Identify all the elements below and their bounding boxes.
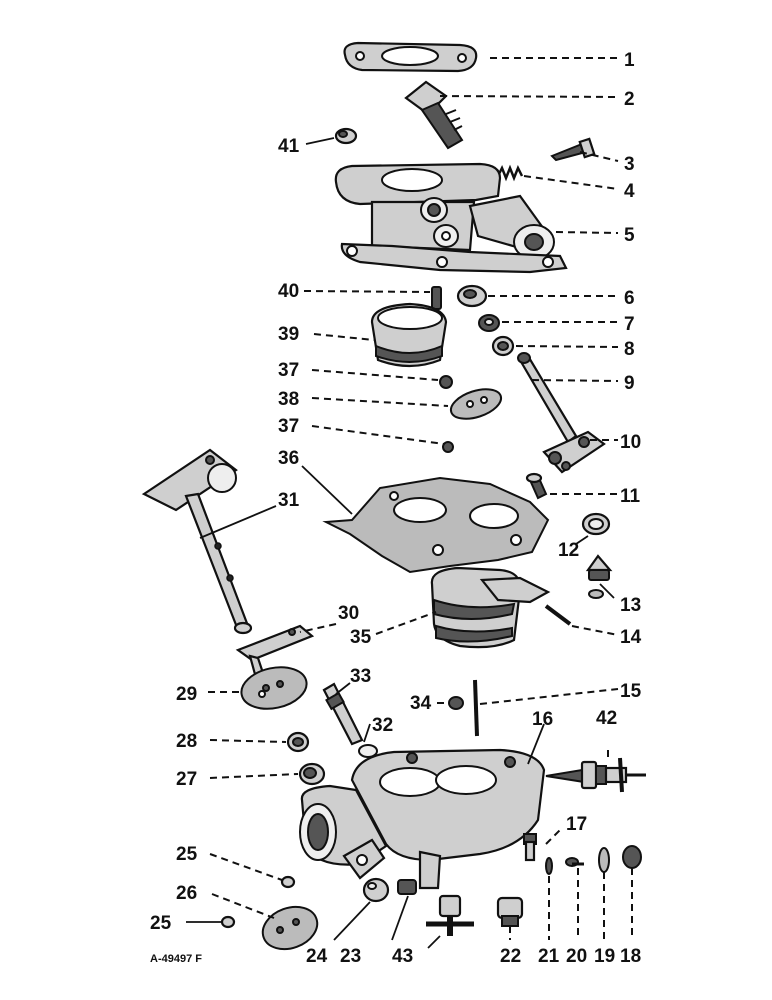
callout-40: 40 [278, 281, 299, 302]
callout-11: 11 [620, 486, 641, 507]
callout-18: 18 [620, 946, 641, 967]
callout-6: 6 [624, 288, 635, 309]
callout-38: 38 [278, 389, 299, 410]
part-throttle-shaft [141, 448, 253, 635]
callout-27: 27 [176, 769, 197, 790]
part-small-jet [431, 286, 442, 310]
part-gasket-main [322, 476, 550, 574]
callout-22: 22 [500, 946, 521, 967]
callout-34: 34 [410, 693, 432, 714]
callout-30: 30 [338, 603, 359, 624]
callout-7: 7 [624, 314, 635, 335]
callout-13: 13 [620, 595, 641, 616]
part-jet-plug [397, 879, 417, 895]
callout-19: 19 [594, 946, 615, 967]
part-plug-25-upper [280, 875, 296, 889]
callout-25-upper: 25 [176, 844, 198, 865]
part-screw-25-lower [220, 915, 236, 929]
part-ball-check [362, 877, 390, 903]
part-throttle-lever [235, 624, 315, 680]
callout-10: 10 [620, 432, 641, 453]
part-plug-22 [496, 896, 524, 927]
part-screw [550, 137, 596, 162]
callout-4: 4 [624, 181, 635, 202]
drawing-number: A-49497 F [150, 953, 202, 965]
part-choke-shaft [517, 352, 578, 444]
callout-31: 31 [278, 490, 300, 511]
part-small-nut [448, 696, 464, 710]
part-idle-needle [322, 682, 364, 746]
callout-37-upper: 37 [278, 360, 299, 381]
part-bolt [525, 472, 548, 500]
callout-26: 26 [176, 883, 197, 904]
part-washer-19 [598, 847, 610, 873]
callout-23: 23 [340, 946, 361, 967]
callout-21: 21 [538, 946, 560, 967]
part-needle-valve [545, 757, 646, 793]
part-washer [478, 314, 500, 332]
callout-16: 16 [532, 709, 553, 730]
callout-17: 17 [566, 814, 587, 835]
callout-1: 1 [624, 50, 635, 71]
callout-36: 36 [278, 448, 299, 469]
part-needle-seat [585, 554, 613, 599]
part-gasket-top [343, 41, 478, 73]
part-float-bowl [299, 748, 546, 890]
callout-33: 33 [350, 666, 371, 687]
part-nut [491, 335, 515, 357]
callout-labels: 1 2 3 4 5 6 7 8 9 10 11 12 13 14 15 16 1… [150, 50, 642, 967]
part-o-ring [358, 744, 378, 758]
part-throttle-plate [449, 388, 503, 420]
leader-lines [186, 57, 633, 949]
part-venturi [370, 302, 448, 368]
part-pin-21 [545, 857, 553, 875]
part-plate-26 [261, 905, 319, 951]
callout-43: 43 [392, 946, 413, 967]
callout-41: 41 [278, 136, 300, 157]
callout-15: 15 [620, 681, 642, 702]
part-screw-lower [442, 441, 454, 453]
callout-12: 12 [558, 540, 579, 561]
part-plug-small [334, 127, 358, 145]
callout-25-lower: 25 [150, 913, 172, 934]
part-float-pin [544, 604, 572, 626]
callout-39: 39 [278, 324, 299, 345]
part-spring [496, 164, 524, 182]
callout-9: 9 [624, 373, 635, 394]
callout-42: 42 [596, 708, 617, 729]
callout-37-lower: 37 [278, 416, 299, 437]
part-screw-upper [439, 375, 453, 389]
callout-5: 5 [624, 225, 635, 246]
part-ring [581, 512, 611, 536]
part-rod [473, 679, 479, 737]
callout-24: 24 [306, 946, 328, 967]
part-drain-plug [426, 894, 474, 936]
part-bushing [456, 284, 488, 308]
callout-3: 3 [624, 154, 635, 175]
part-float [430, 566, 551, 649]
part-screw-20 [565, 857, 584, 867]
callout-8: 8 [624, 339, 635, 360]
part-choke-lever [542, 430, 606, 474]
callout-29: 29 [176, 684, 197, 705]
part-nut-28 [286, 731, 310, 753]
callout-20: 20 [566, 946, 587, 967]
part-upper-body [334, 162, 568, 274]
callout-14: 14 [620, 627, 642, 648]
part-plug-18 [622, 845, 642, 869]
callout-32: 32 [372, 715, 393, 736]
part-bushing-27 [298, 762, 326, 786]
callout-2: 2 [624, 89, 635, 110]
callout-35: 35 [350, 627, 372, 648]
part-butterfly-plate [240, 666, 308, 710]
part-elbow-fitting [404, 80, 464, 150]
callout-28: 28 [176, 731, 197, 752]
part-bolt-17 [523, 833, 537, 862]
